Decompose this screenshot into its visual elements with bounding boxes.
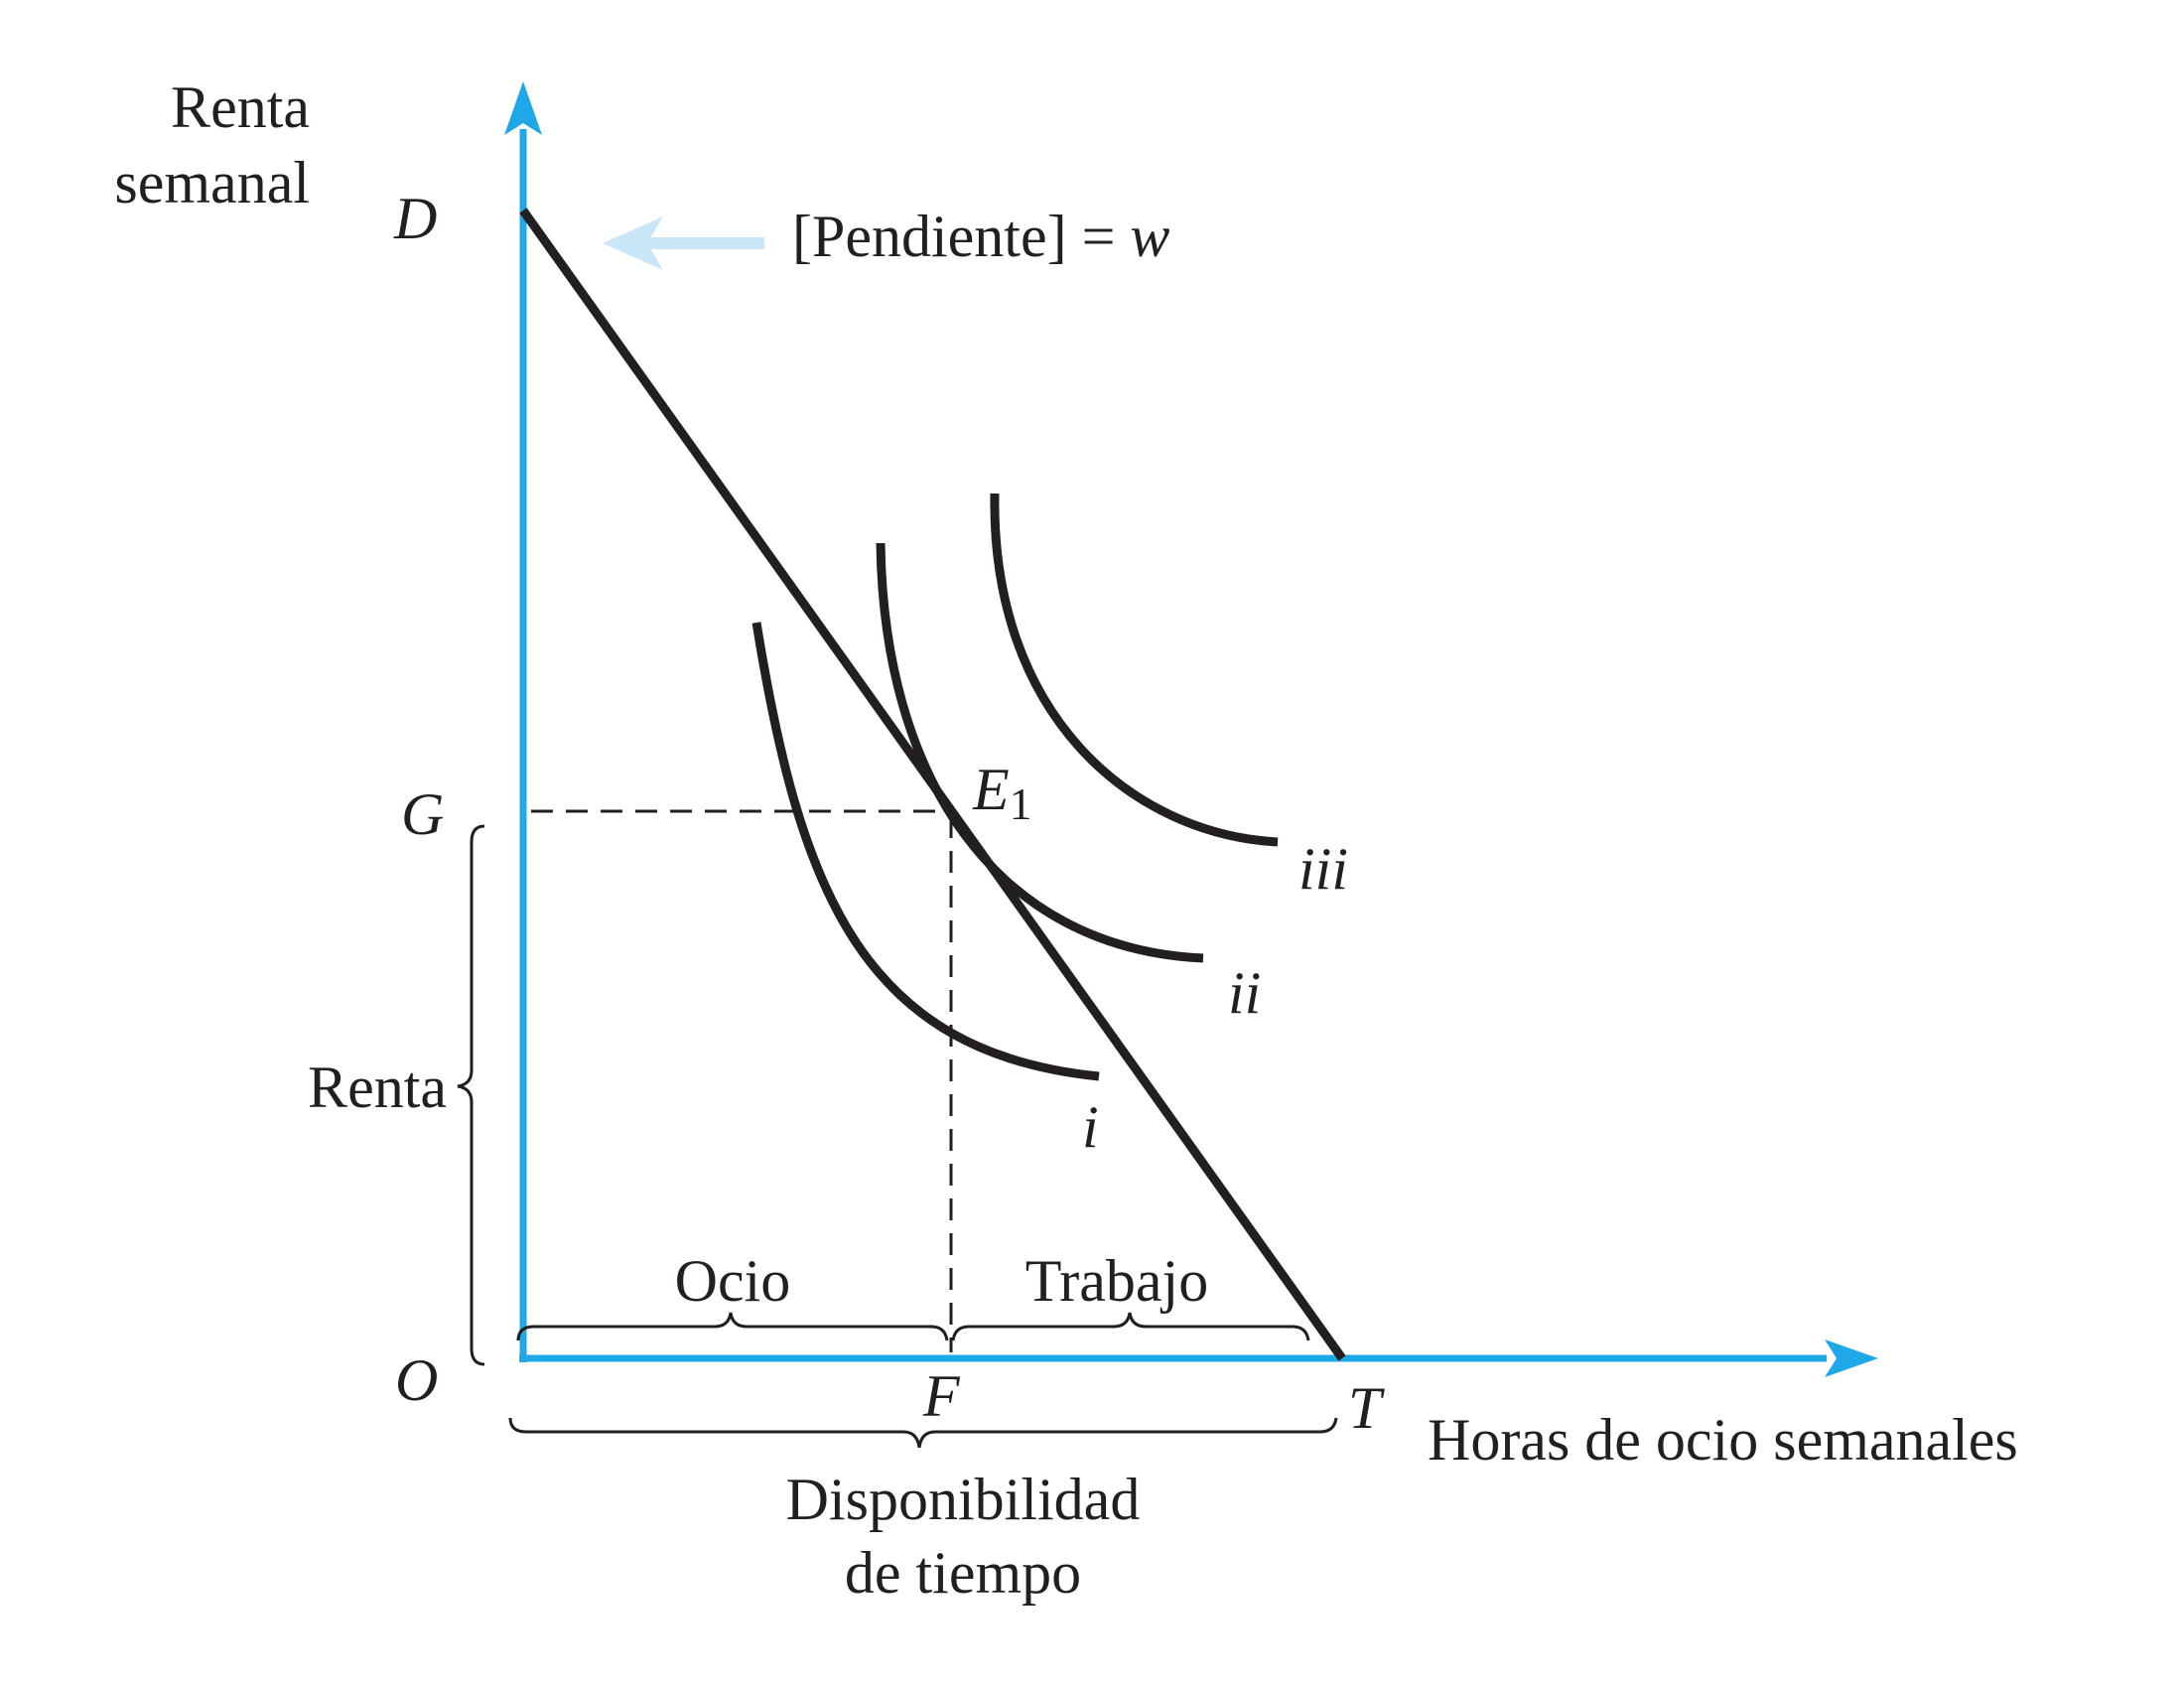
- y-axis: [504, 81, 542, 1362]
- slope-arrow: [603, 216, 764, 270]
- point-g-label: G: [401, 781, 444, 847]
- point-t-label: T: [1348, 1375, 1385, 1441]
- point-o-label: O: [395, 1347, 438, 1413]
- y-axis-label-line1: Renta: [171, 74, 310, 140]
- disponibilidad-brace: [508, 1417, 1338, 1449]
- x-axis: [519, 1339, 1878, 1377]
- curve-ii-label: ii: [1228, 960, 1261, 1026]
- slope-note: [Pendiente] = w: [792, 204, 1169, 269]
- indifference-curve-iii: [990, 492, 1279, 847]
- point-e1-label: E1: [972, 757, 1032, 829]
- curve-i-label: i: [1082, 1094, 1099, 1160]
- trabajo-brace: [951, 1312, 1310, 1341]
- trabajo-brace-label: Trabajo: [1025, 1248, 1208, 1314]
- point-f-label: F: [922, 1363, 961, 1429]
- indifference-curve-ii: [876, 542, 1204, 963]
- y-axis-label-line2: semanal: [114, 150, 310, 215]
- x-axis-label: Horas de ocio semanales: [1428, 1407, 2018, 1473]
- ocio-brace-label: Ocio: [675, 1248, 791, 1314]
- indifference-curve-i: [751, 622, 1100, 1081]
- ocio-brace: [516, 1312, 949, 1341]
- point-e1-subscript: 1: [1010, 778, 1032, 829]
- disponibilidad-label-line1: Disponibilidad: [786, 1467, 1141, 1532]
- disponibilidad-label-line2: de tiempo: [845, 1540, 1081, 1606]
- renta-brace: [457, 824, 485, 1366]
- slope-note-variable: w: [1130, 204, 1169, 269]
- renta-brace-label: Renta: [308, 1055, 447, 1120]
- curve-iii-label: iii: [1298, 836, 1348, 902]
- point-d-label: D: [393, 186, 437, 251]
